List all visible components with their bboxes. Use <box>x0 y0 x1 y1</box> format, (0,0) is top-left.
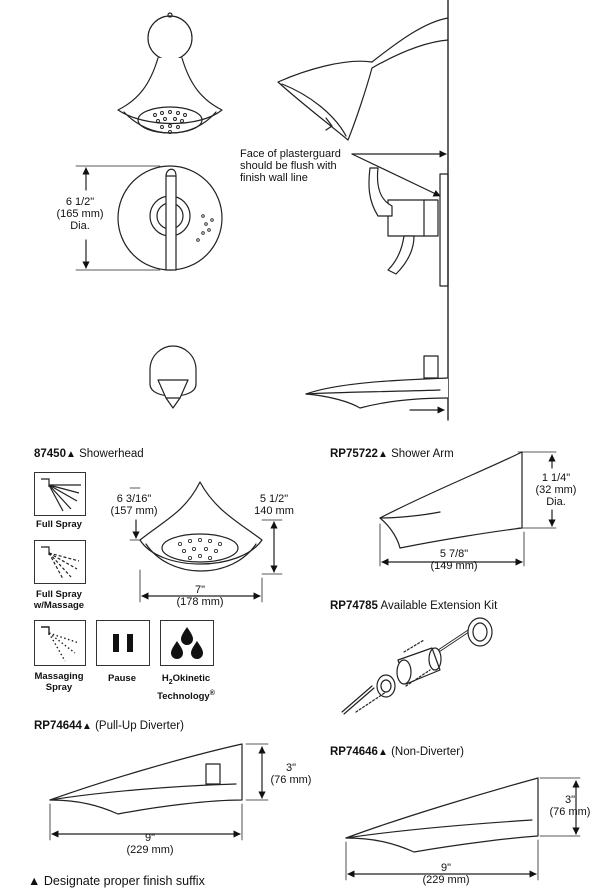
valve-side-drawing <box>368 167 449 287</box>
showerhead-width-label: 7" (178 mm) <box>176 584 224 608</box>
trim-plate-drawing <box>117 165 223 271</box>
trim-dimension-line <box>75 165 161 271</box>
front-spout-drawing <box>149 345 197 409</box>
pause-icon <box>96 620 150 666</box>
shower-arm-header: RP75722▲ Shower Arm <box>330 448 454 460</box>
note-line-1: Face of plasterguard <box>240 148 341 160</box>
nondiverter-spout-drawing <box>345 777 581 881</box>
shower-arm-length-label: 5 7/8" (149 mm) <box>430 548 478 572</box>
extension-kit-drawing <box>341 617 493 715</box>
nondiverter-width-label: 9" (229 mm) <box>422 862 470 886</box>
showerhead-height-label: 6 3/16" (157 mm) <box>110 493 158 517</box>
side-spout-drawing <box>305 355 449 414</box>
front-showerhead-drawing <box>117 12 223 134</box>
showerhead-spec-drawing <box>129 481 283 603</box>
spray-mode-label-3: Massaging Spray <box>34 671 84 693</box>
pullup-height-label: 3" (76 mm) <box>270 762 312 786</box>
extension-kit-header: RP74785 Available Extension Kit <box>330 600 498 612</box>
spray-mode-label-2: Full Spray w/Massage <box>33 589 85 611</box>
shower-arm-drawing <box>379 451 557 567</box>
spray-mode-label-4: Pause <box>108 673 136 684</box>
note-line-2: should be flush with <box>240 160 337 172</box>
nondiverter-header: RP74646▲ (Non-Diverter) <box>330 746 464 758</box>
note-line-3: finish wall line <box>240 172 308 184</box>
pullup-spout-drawing <box>49 743 269 841</box>
h2okinetic-label: H2Okinetic Technology® <box>157 673 215 703</box>
plasterguard-note: Face of plasterguard should be flush wit… <box>240 148 341 184</box>
full-spray-icon <box>34 472 86 516</box>
finish-suffix-note: ▲ Designate proper finish suffix <box>28 874 205 888</box>
full-spray-massage-icon <box>34 540 86 584</box>
spray-mode-label-1: Full Spray <box>36 519 82 530</box>
shower-arm-diameter-label: 1 1/4" (32 mm) Dia. <box>535 472 577 508</box>
showerhead-header: 87450▲ Showerhead <box>34 448 144 460</box>
trim-diameter-label: 6 1/2" (165 mm) Dia. <box>56 196 104 232</box>
pullup-width-label: 9" (229 mm) <box>126 832 174 856</box>
plasterguard-arrow <box>351 150 447 197</box>
showerhead-depth-label: 5 1/2" 140 mm <box>254 493 294 517</box>
water-drops-icon <box>160 620 214 666</box>
massaging-spray-icon <box>34 620 86 666</box>
nondiverter-height-label: 3" (76 mm) <box>549 794 591 818</box>
pullup-diverter-header: RP74644▲ (Pull-Up Diverter) <box>34 720 184 732</box>
